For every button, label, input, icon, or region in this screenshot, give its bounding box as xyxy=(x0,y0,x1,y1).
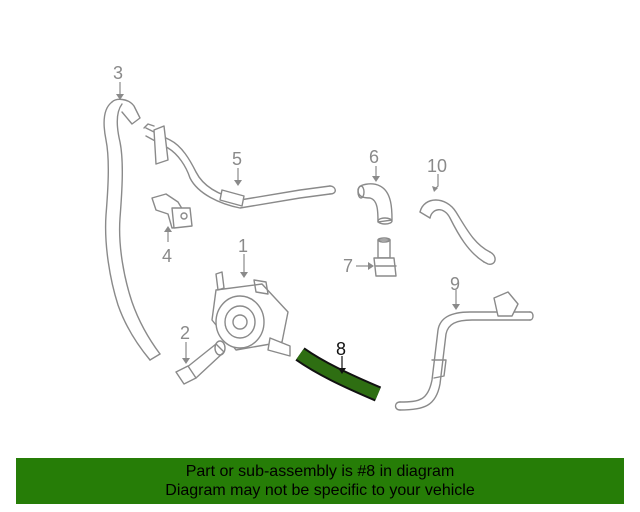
banner-line-1: Part or sub-assembly is #8 in diagram xyxy=(185,463,455,480)
callout-8[interactable]: 8 xyxy=(336,339,346,359)
callout-10[interactable]: 10 xyxy=(427,156,447,176)
callout-5[interactable]: 5 xyxy=(232,149,242,169)
callout-9[interactable]: 9 xyxy=(450,274,460,294)
banner-line-2: Diagram may not be specific to your vehi… xyxy=(165,482,475,499)
part-8-hose[interactable] xyxy=(295,347,382,402)
callout-4[interactable]: 4 xyxy=(162,246,172,266)
part-7-connector[interactable] xyxy=(373,237,397,277)
part-2-bolt[interactable] xyxy=(175,340,226,385)
callout-6[interactable]: 6 xyxy=(369,147,379,167)
part-5-tube[interactable] xyxy=(143,123,336,209)
part-9-pipe[interactable] xyxy=(394,291,534,411)
part-1-oil-cooler[interactable] xyxy=(211,271,291,357)
callout-1[interactable]: 1 xyxy=(238,236,248,256)
leader-lines xyxy=(116,82,460,374)
info-banner: Part or sub-assembly is #8 in diagram Di… xyxy=(16,458,624,504)
callout-2[interactable]: 2 xyxy=(180,323,190,343)
part-4-clip[interactable] xyxy=(151,193,193,229)
callout-3[interactable]: 3 xyxy=(113,63,123,83)
callout-7[interactable]: 7 xyxy=(343,256,353,276)
part-6-hose[interactable] xyxy=(357,183,393,225)
part-10-hose[interactable] xyxy=(419,199,496,265)
part-3-hose[interactable] xyxy=(103,98,161,361)
